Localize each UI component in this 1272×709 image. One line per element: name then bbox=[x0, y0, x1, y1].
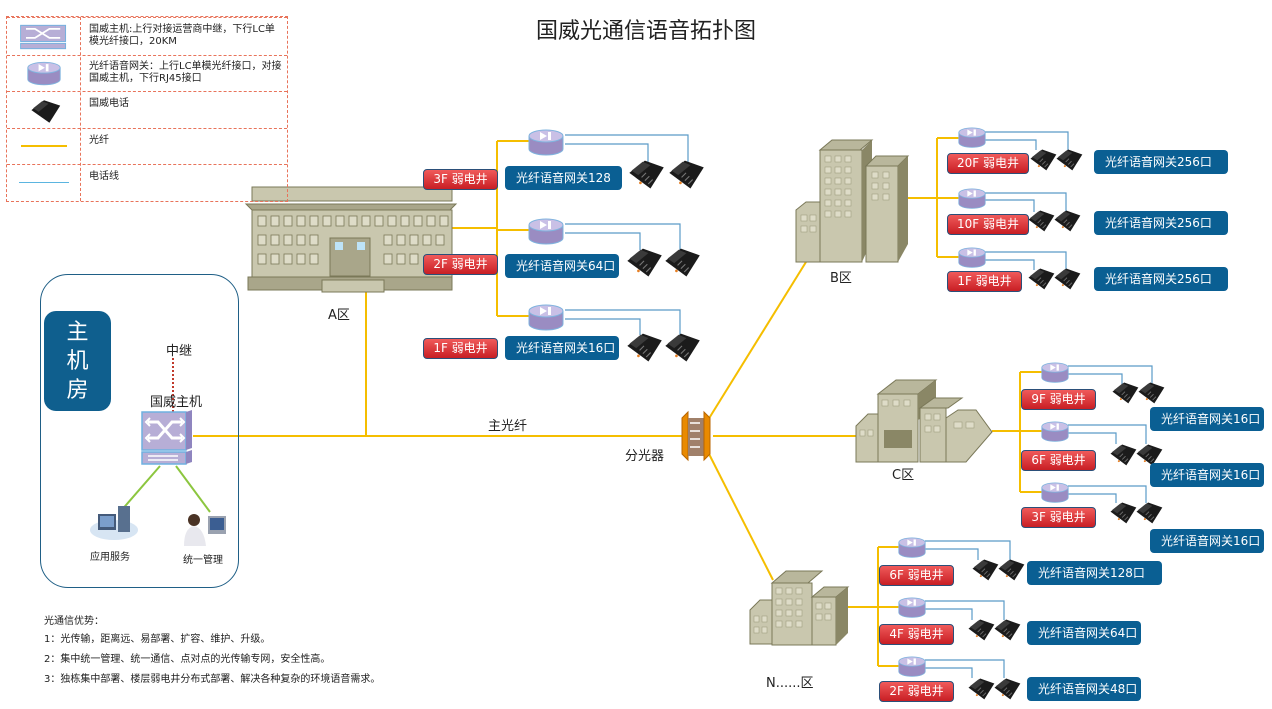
main-room-title-char: 房 bbox=[66, 378, 89, 403]
zone-a-label: A区 bbox=[328, 308, 350, 323]
host-label: 国威主机 bbox=[150, 395, 203, 410]
floor-tag: 9F 弱电井 bbox=[1021, 389, 1096, 410]
advantages-heading: 光通信优势： bbox=[44, 616, 104, 627]
floor-tag: 3F 弱电井 bbox=[1021, 507, 1096, 528]
floor-tag: 4F 弱电井 bbox=[879, 624, 954, 645]
gateway-tag: 光纤语音网关128口 bbox=[1027, 561, 1162, 585]
trunk-label: 中继 bbox=[166, 344, 193, 359]
gateway-tag: 光纤语音网关256口 bbox=[1094, 211, 1228, 235]
phone-line-icon bbox=[19, 182, 69, 183]
gateway-tag: 光纤语音网关48口 bbox=[1027, 677, 1141, 701]
floor-tag: 1F 弱电井 bbox=[423, 338, 498, 359]
legend-text: 电话线 bbox=[89, 171, 119, 182]
gateway-tag: 光纤语音网关256口 bbox=[1094, 150, 1228, 174]
legend-text: 国威电话 bbox=[89, 98, 129, 109]
gateway-tag: 光纤语音网关16口 bbox=[505, 336, 619, 360]
gateway-tag: 光纤语音网关64口 bbox=[1027, 621, 1141, 645]
gateway-tag: 光纤语音网关16口 bbox=[1150, 407, 1264, 431]
legend-row-phone: 国威电话 bbox=[7, 91, 287, 129]
advantage-item: 2：集中统一管理、统一通信、点对点的光传输专网，安全性高。 bbox=[44, 654, 331, 665]
advantage-item: 1：光传输，距离远、易部署、扩容、维护、升级。 bbox=[44, 634, 271, 645]
zone-b-label: B区 bbox=[830, 271, 852, 286]
optical-splitter-icon bbox=[681, 410, 711, 462]
legend-text: 国威主机:上行对接运营商中继，下行LC单模光纤接口，20KM bbox=[89, 24, 275, 47]
management-label: 统一管理 bbox=[183, 555, 223, 566]
gateway-tag: 光纤语音网关64口 bbox=[505, 254, 619, 278]
splitter-label: 分光器 bbox=[625, 449, 665, 464]
fiber-line-icon bbox=[21, 145, 67, 147]
legend-row-phone-line: 电话线 bbox=[7, 164, 287, 202]
telephone-icons bbox=[626, 149, 1165, 700]
main-room-title-char: 机 bbox=[66, 349, 89, 374]
page-title: 国威光通信语音拓扑图 bbox=[535, 19, 756, 44]
app-service-label: 应用服务 bbox=[90, 552, 130, 563]
legend-text: 光纤 bbox=[89, 135, 109, 146]
building-c-icon bbox=[855, 379, 993, 463]
gateway-tag: 光纤语音网关16口 bbox=[1150, 463, 1264, 487]
floor-tag: 2F 弱电井 bbox=[879, 681, 954, 702]
main-room-title-char: 主 bbox=[66, 320, 89, 345]
legend-row-gateway: 光纤语音网关：上行LC单模光纤接口，对接国威主机，下行RJ45接口 bbox=[7, 55, 287, 92]
legend: 国威主机:上行对接运营商中继，下行LC单模光纤接口，20KM 光纤语音网关：上行… bbox=[6, 16, 288, 202]
gateway-icons bbox=[528, 127, 1069, 677]
building-a-icon bbox=[244, 186, 458, 293]
legend-row-host: 国威主机:上行对接运营商中继，下行LC单模光纤接口，20KM bbox=[7, 17, 287, 56]
floor-tag: 3F 弱电井 bbox=[423, 169, 498, 190]
telephone-icon bbox=[31, 100, 61, 123]
building-b-icon bbox=[795, 139, 910, 263]
advantages-notes: 光通信优势： 1：光传输，距离远、易部署、扩容、维护、升级。 2：集中统一管理、… bbox=[44, 614, 380, 690]
floor-tag: 20F 弱电井 bbox=[947, 153, 1029, 174]
building-n-icon bbox=[749, 570, 850, 646]
main-fiber-line bbox=[193, 137, 1044, 667]
floor-tag: 6F 弱电井 bbox=[879, 565, 954, 586]
zone-c-label: C区 bbox=[892, 468, 915, 483]
legend-row-fiber: 光纤 bbox=[7, 128, 287, 165]
floor-tag: 10F 弱电井 bbox=[947, 214, 1029, 235]
advantage-item: 3：独栋集中部署、楼层弱电井分布式部署、解决各种复杂的环境语音需求。 bbox=[44, 674, 381, 685]
main-room-panel bbox=[40, 274, 239, 588]
floor-tag: 2F 弱电井 bbox=[423, 254, 498, 275]
legend-text: 光纤语音网关：上行LC单模光纤接口，对接国威主机，下行RJ45接口 bbox=[89, 61, 282, 84]
main-fiber-label: 主光纤 bbox=[488, 419, 528, 434]
gateway-tag: 光纤语音网关256口 bbox=[1094, 267, 1228, 291]
gateway-tag: 光纤语音网关16口 bbox=[1150, 529, 1264, 553]
gateway-tag: 光纤语音网关128口 bbox=[505, 166, 622, 209]
pbx-host-icon bbox=[20, 24, 67, 50]
main-room-title: 主机房 bbox=[44, 311, 111, 411]
zone-n-label: N......区 bbox=[766, 676, 814, 691]
floor-tag: 6F 弱电井 bbox=[1021, 450, 1096, 471]
fiber-gateway-icon bbox=[27, 61, 61, 86]
main-room-title-text: 主机房 bbox=[44, 318, 111, 405]
floor-tag: 1F 弱电井 bbox=[947, 271, 1022, 292]
